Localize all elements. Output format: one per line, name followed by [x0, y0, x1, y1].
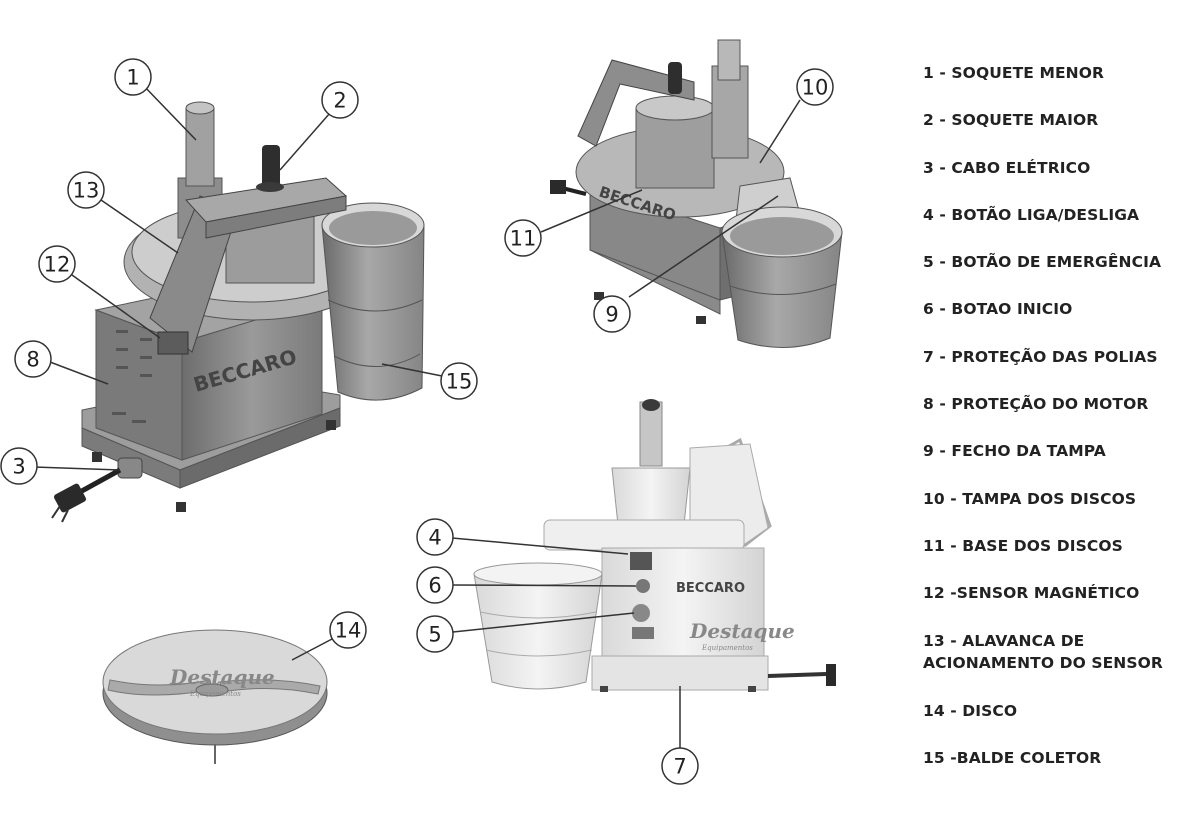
- callout-number: 5: [428, 623, 441, 647]
- legend-item-13: 13 - ALAVANCA DE ACIONAMENTO DO SENSOR: [923, 631, 1163, 672]
- callout-1: 1: [114, 58, 152, 96]
- callout-number: 7: [673, 755, 686, 779]
- callout-11: 11: [504, 219, 542, 257]
- callout-number: 14: [335, 619, 362, 643]
- watermark-subtitle-front: Equipamentos: [701, 644, 753, 652]
- parts-legend: 1 - SOQUETE MENOR 2 - SOQUETE MAIOR 3 - …: [923, 62, 1200, 794]
- leader-10: [759, 99, 801, 164]
- callout-14: 14: [329, 611, 367, 649]
- leader-14: [291, 638, 333, 661]
- leader-3: [33, 466, 121, 471]
- callout-number: 12: [44, 253, 71, 277]
- legend-item-2: 2 - SOQUETE MAIOR: [923, 111, 1099, 130]
- callout-number: 15: [446, 370, 473, 394]
- watermark-subtitle-disc: Equipamentos: [189, 690, 241, 698]
- callout-3: 3: [0, 447, 38, 485]
- callout-number: 6: [428, 574, 441, 598]
- callout-13: 13: [67, 171, 105, 209]
- callout-number: 1: [126, 66, 139, 90]
- callout-number: 9: [605, 303, 618, 327]
- callout-number: 13: [73, 179, 100, 203]
- legend-item-1: 1 - SOQUETE MENOR: [923, 64, 1105, 82]
- leader-11: [540, 189, 643, 233]
- machine-front-illustration: BECCARO Destaque Equipamentos: [473, 399, 836, 692]
- leader-9: [628, 195, 779, 298]
- callout-number: 3: [12, 455, 25, 479]
- leader-lines: [33, 83, 801, 748]
- callout-7: 7: [661, 747, 699, 785]
- legend-item-6: 6 - BOTAO INICIO: [923, 300, 1073, 319]
- leader-5: [452, 612, 635, 633]
- callout-9: 9: [593, 295, 631, 333]
- machine-left-illustration: BECCARO: [51, 101, 425, 523]
- legend-item-7: 7 - PROTEÇÃO DAS POLIAS: [923, 347, 1158, 366]
- callout-2: 2: [321, 81, 359, 119]
- callout-5: 5: [416, 615, 454, 653]
- leader-4: [451, 537, 629, 555]
- watermark-title-disc: Destaque: [169, 665, 275, 689]
- callouts: 1 2 3 4 5 6 7 8 9 10 11 12 13 14 15: [0, 58, 834, 785]
- callout-number: 8: [26, 348, 39, 372]
- leader-2: [279, 112, 331, 171]
- callout-6: 6: [416, 566, 454, 604]
- brand-logo-front: BECCARO: [676, 581, 745, 596]
- legend-item-8: 8 - PROTEÇÃO DO MOTOR: [923, 395, 1149, 414]
- leader-1: [141, 83, 197, 141]
- callout-12: 12: [38, 245, 76, 283]
- legend-item-9: 9 - FECHO DA TAMPA: [923, 442, 1106, 461]
- leader-6: [451, 584, 637, 587]
- callout-number: 2: [333, 89, 346, 113]
- legend-item-11: 11 - BASE DOS DISCOS: [923, 536, 1123, 555]
- legend-item-10: 10 - TAMPA DOS DISCOS: [923, 489, 1137, 508]
- legend-item-15: 15 -BALDE COLETOR: [923, 748, 1102, 767]
- callout-number: 10: [802, 76, 829, 100]
- callout-4: 4: [416, 518, 454, 556]
- machine-top-right-illustration: BECCARO: [550, 39, 843, 348]
- callout-number: 11: [510, 227, 537, 251]
- legend-item-12: 12 -SENSOR MAGNÉTICO: [923, 584, 1140, 603]
- callout-8: 8: [14, 340, 52, 378]
- watermark-title-front: Destaque: [689, 619, 795, 643]
- callout-number: 4: [428, 526, 441, 550]
- legend-item-5: 5 - BOTÃO DE EMERGÊNCIA: [923, 253, 1162, 272]
- leader-15: [381, 363, 443, 377]
- leader-13: [100, 199, 179, 254]
- legend-item-3: 3 - CABO ELÉTRICO: [923, 158, 1091, 177]
- leader-8: [49, 361, 109, 385]
- callout-10: 10: [796, 68, 834, 106]
- leader-12: [71, 274, 161, 339]
- disc-illustration: Destaque Equipamentos: [102, 629, 328, 764]
- legend-item-4: 4 - BOTÃO LIGA/DESLIGA: [923, 205, 1140, 224]
- callout-15: 15: [440, 362, 478, 400]
- legend-item-14: 14 - DISCO: [923, 701, 1018, 720]
